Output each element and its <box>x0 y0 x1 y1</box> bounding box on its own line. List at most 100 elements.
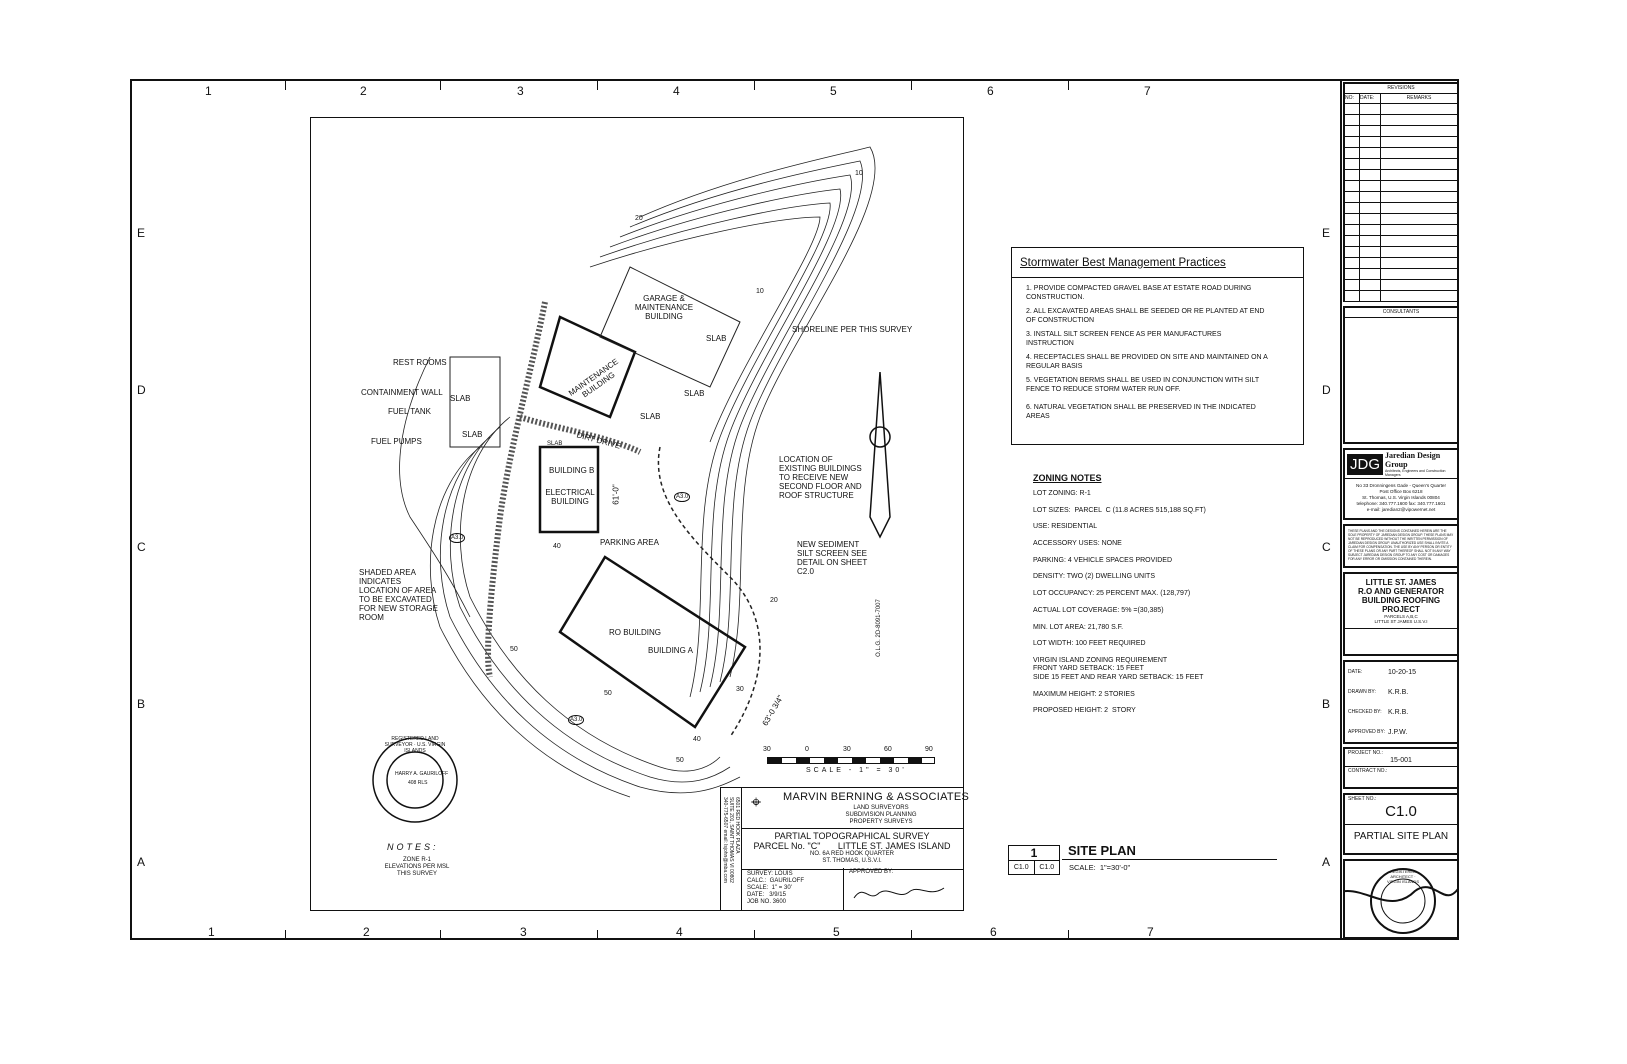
consultants-title: CONSULTANTS <box>1345 308 1457 318</box>
grid-label: 4 <box>676 925 683 939</box>
firm-address: e-mail: jaredian2@vipowernet.net <box>1366 507 1436 512</box>
consultants-box: CONSULTANTS <box>1343 306 1459 444</box>
label-slab: SLAB <box>706 334 727 343</box>
grid-label: E <box>137 226 146 240</box>
stormwater-list: 1. PROVIDE COMPACTED GRAVEL BASE AT ESTA… <box>1026 285 1271 421</box>
checked-by-value: K.R.B. <box>1388 708 1409 716</box>
zoning-item: LOT SIZES: PARCEL C (11.8 ACRES 515,188 … <box>1033 506 1206 514</box>
drawn-by-value: K.R.B. <box>1388 688 1409 696</box>
zoning-item: LOT WIDTH: 100 FEET REQUIRED <box>1033 640 1146 648</box>
contour-label: 20 <box>635 215 643 222</box>
architect-seal-icon <box>1345 868 1457 934</box>
label-slab: SLAB <box>640 412 661 421</box>
stormwater-item: 5. VEGETATION BERMS SHALL BE USED IN CON… <box>1026 377 1259 393</box>
survey-fields: SURVEY: LOUIS CALC.: GAURILOFF SCALE: 1"… <box>747 871 804 906</box>
drawing-ref: C1.0 <box>1009 861 1035 874</box>
survey-quarter: NO. 6A RED HOOK QUARTER <box>810 851 894 857</box>
stormwater-item: 3. INSTALL SILT SCREEN FENCE AS PER MANU… <box>1026 331 1222 347</box>
grid-label: A <box>137 855 146 869</box>
stormwater-item: 1. PROVIDE COMPACTED GRAVEL BASE AT ESTA… <box>1026 285 1252 301</box>
grid-tick <box>1068 930 1069 940</box>
grid-tick <box>440 80 441 90</box>
label-shaded-area: SHADED AREA INDICATES LOCATION OF AREA T… <box>359 568 438 622</box>
firm-name: Jaredian Design Group <box>1385 451 1441 469</box>
project-no-label: PROJECT NO.: <box>1348 750 1383 756</box>
label-slab: SLAB <box>450 394 471 403</box>
drawing-title-rule <box>1062 859 1277 860</box>
seal-ring-text: REGISTERED LAND SURVEYOR · U.S. VIRGIN I… <box>384 736 446 754</box>
scale-tick: 60 <box>884 746 892 753</box>
dimension-61ft: 61'-0" <box>611 484 621 505</box>
architect-seal-text: REGISTERED ARCHITECT · VIRGIN ISLANDS <box>1386 869 1419 884</box>
north-arrow-text: O.L.G. 2D-8091-7007 <box>875 599 882 657</box>
scale-tick: 0 <box>805 746 809 753</box>
grid-label: 1 <box>208 925 215 939</box>
scale-text: SCALE - 1" = 30' <box>806 767 907 774</box>
firm-address: Post Office Box 6218 <box>1379 489 1423 494</box>
grid-tick <box>911 930 912 940</box>
grid-label: 2 <box>360 84 367 98</box>
grid-label: 7 <box>1147 925 1154 939</box>
grid-label: 5 <box>830 84 837 98</box>
revision-rows <box>1345 104 1457 302</box>
survey-title-block: 6501 RED HOOK PLAZA SUITE 201, SAINT THO… <box>720 787 969 911</box>
surveyor-seal-icon <box>372 737 458 823</box>
grid-tick <box>911 80 912 90</box>
zoning-item: MIN. LOT AREA: 21,780 S.F. <box>1033 623 1124 631</box>
project-title-line: PROJECT <box>1382 605 1420 614</box>
note: THIS SURVEY <box>397 871 437 877</box>
grid-label: D <box>1322 383 1331 397</box>
notes-list: ZONE R-1 ELEVATIONS PER MSL THIS SURVEY <box>378 857 456 878</box>
project-title-line: BUILDING ROOFING <box>1361 596 1441 605</box>
project-title-line: R.O AND GENERATOR <box>1357 587 1445 596</box>
stormwater-title: Stormwater Best Management Practices <box>1012 248 1303 278</box>
label-electrical: ELECTRICAL BUILDING <box>545 488 595 506</box>
survey-field: SCALE: 1" = 30' <box>747 885 792 891</box>
zoning-item: ACTUAL LOT COVERAGE: 5% =(30,385) <box>1033 606 1164 614</box>
sheet-number-box: SHEET NO.: C1.0 PARTIAL SITE PLAN <box>1343 793 1459 855</box>
survey-title-area: PARTIAL TOPOGRAPHICAL SURVEY PARCEL No. … <box>741 828 963 870</box>
grid-label: 6 <box>987 84 994 98</box>
revisions-title: REVISIONS <box>1345 84 1457 94</box>
scale-bar <box>767 757 935 764</box>
date-value: 10-20-15 <box>1388 668 1417 676</box>
zoning-item: USE: RESIDENTIAL <box>1033 523 1098 531</box>
grid-tick <box>754 930 755 940</box>
firm-address: No 33 Dronningens Gade - Queen's Quarter <box>1356 483 1446 488</box>
grid-label: C <box>1322 540 1331 554</box>
grid-tick <box>597 80 598 90</box>
grid-label: E <box>1322 226 1331 240</box>
approvals-box: DATE:10-20-15 DRAWN BY:K.R.B. CHECKED BY… <box>1343 660 1459 744</box>
theodolite-logo-icon: ⌖ <box>751 792 762 812</box>
sheet-no-value: C1.0 <box>1345 803 1457 825</box>
callout-existing-buildings: LOCATION OF EXISTING BUILDINGS TO RECEIV… <box>779 455 862 500</box>
seal-name: HARRY A. GAURILOFF <box>395 771 449 777</box>
note: ZONE R-1 <box>402 857 431 863</box>
firm-logo: JDG <box>1347 453 1383 475</box>
label-slab: SLAB <box>684 389 705 398</box>
contour-label: 50 <box>604 690 612 697</box>
disclaimer: THESE PLANS AND THE DESIGNS CONTAINED HE… <box>1343 524 1459 568</box>
address-line: SUITE 201, SAINT THOMAS VI 00802 <box>728 797 734 883</box>
approved-by-label: APPROVED BY: <box>849 869 894 875</box>
survey-location: ST. THOMAS, U.S.V.I. <box>822 858 882 864</box>
section-tag: A3.0 <box>674 492 691 502</box>
contour-label: 40 <box>553 543 561 550</box>
grid-label: 3 <box>517 84 524 98</box>
grid-tick <box>285 80 286 90</box>
divider <box>843 868 844 910</box>
survey-company: MARVIN BERNING & ASSOCIATES <box>783 791 970 803</box>
zoning-item: LOT OCCUPANCY: 25 PERCENT MAX. (128,797) <box>1033 590 1191 598</box>
label-fuel-pumps: FUEL PUMPS <box>371 437 422 446</box>
callout-shoreline: SHORELINE PER THIS SURVEY <box>792 325 913 334</box>
stormwater-item: 6. NATURAL VEGETATION SHALL BE PRESERVED… <box>1026 404 1256 420</box>
grid-label: C <box>137 540 146 554</box>
contract-no-label: CONTRACT NO.: <box>1348 768 1388 774</box>
grid-label: B <box>137 697 146 711</box>
grid-tick <box>285 930 286 940</box>
survey-services: LAND SURVEYORS SUBDIVISION PLANNING PROP… <box>831 805 931 826</box>
topographic-plan <box>372 146 891 823</box>
contour-label: 30 <box>736 686 744 693</box>
drawing-number: 1 <box>1009 846 1059 861</box>
address-line: 340-775-6507 email: lsjohn@mba.com <box>722 797 728 883</box>
